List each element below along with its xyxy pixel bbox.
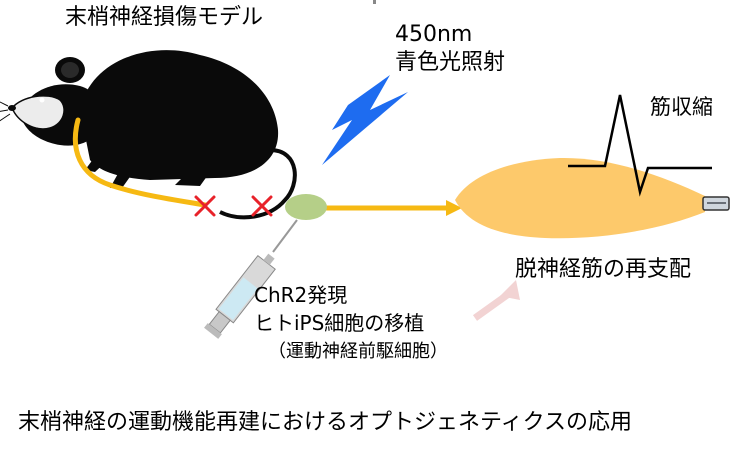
nerve-arrowhead: [446, 200, 462, 216]
nerve-proximal: [72, 117, 208, 208]
cell-graft: [285, 194, 327, 220]
syringe-icon: [204, 219, 298, 339]
label-reinnervation: 脱神経筋の再支配: [515, 257, 692, 282]
reinnervation-arrow: [472, 280, 520, 321]
label-chr2: ChR2発現: [254, 283, 348, 307]
contraction-waveform: [568, 94, 712, 197]
label-ips-transplant: ヒトiPS細胞の移植: [254, 311, 425, 335]
label-muscle-contraction: 筋収縮: [650, 95, 713, 119]
label-wavelength: 450nm: [395, 22, 473, 47]
mouse-illustration: [0, 50, 297, 220]
top-mark: [373, 0, 376, 4]
cut-mark-2: [251, 195, 273, 217]
muscle: [455, 157, 705, 239]
label-injury-model: 末梢神経損傷モデル: [65, 5, 264, 30]
label-light: 青色光照射: [395, 50, 506, 75]
figure-caption: 末梢神経の運動機能再建におけるオプトジェネティクスの応用: [18, 410, 633, 435]
cut-mark-1: [194, 195, 216, 217]
lightning-bolt-icon: [322, 75, 408, 165]
label-precursor: （運動神経前駆細胞）: [268, 341, 448, 362]
